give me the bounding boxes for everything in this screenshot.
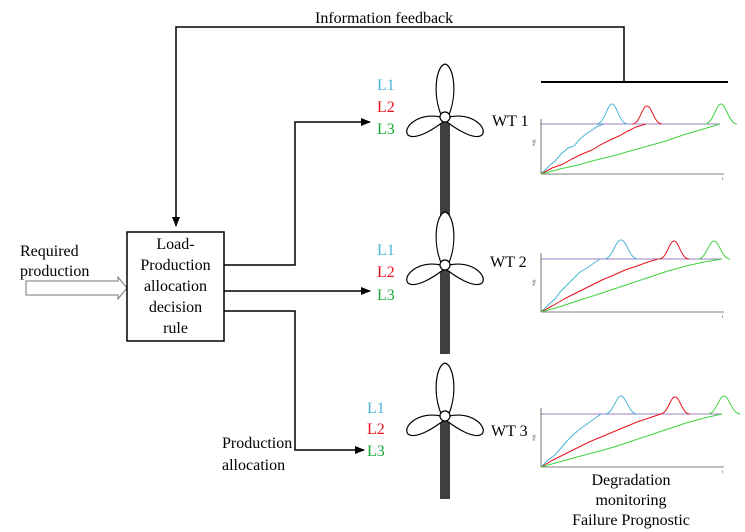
degradation-path-l3 [540,413,723,468]
pdf-curve-l3 [697,240,731,260]
turbine-group-1: L1 L2 L3 WT 1 X(t) t [377,63,738,240]
pdf-curve-l3 [707,395,741,415]
bottom-label-line2: monitoring [595,492,666,509]
pdf-curve-l2 [659,396,691,415]
decision-box: Load- Production allocation decision rul… [126,231,225,342]
degradation-path-l1 [540,413,602,468]
degradation-path-l1 [540,123,605,175]
decision-line-2: Production [140,257,210,274]
production-label-line1: Production [222,435,292,452]
production-label-line2: allocation [222,457,285,474]
decision-line-1: Load- [156,236,194,253]
bottom-label-line3: Failure Prognostic [572,512,690,529]
plot-xlabel: t [722,314,724,319]
degradation-path-l1 [540,258,601,313]
plot-xlabel: t [722,176,724,181]
feedback-label: Information feedback [315,10,453,27]
plot-ylabel: X(t) [531,434,536,441]
pdf-curve-l1 [595,103,629,125]
pdf-curve-l1 [603,239,639,260]
wind-turbine-icon [406,211,484,354]
wt1-level-l1: L1 [377,77,395,94]
wt2-level-l1: L1 [377,242,395,259]
degradation-path-l2 [540,413,662,468]
wt1-name: WT 1 [492,113,529,130]
turbine-group-2: L1 L2 L3 WT 2 X(t) t [377,211,731,354]
turbine-group-3: L1 L2 L3 WT 3 X(t) t [367,362,741,499]
degradation-path-l3 [540,123,721,175]
decision-line-4: decision [149,299,202,316]
wt2-level-l2: L2 [377,264,395,281]
pdf-curve-l2 [658,240,690,260]
wt3-level-l1: L1 [367,400,385,417]
decision-line-3: allocation [144,278,207,295]
wind-turbine-icon [406,63,484,240]
allocation-arrow-wt1 [224,118,371,266]
decision-line-5: rule [163,320,188,337]
wt3-name: WT 3 [491,423,528,440]
wt2-degradation-plot: X(t) t [531,239,731,319]
wt3-degradation-plot: X(t) t [531,395,741,474]
degradation-path-l2 [540,258,659,313]
degradation-path-l3 [540,258,723,313]
wt1-level-l2: L2 [377,99,395,116]
feedback-arrow [172,26,625,227]
wt3-level-l3: L3 [367,443,385,460]
plot-xlabel: t [722,469,724,474]
wt1-level-l3: L3 [377,121,395,138]
pdf-curve-l3 [704,103,738,125]
wt2-name: WT 2 [490,254,527,271]
allocation-arrow-wt3 [224,310,365,454]
wt1-degradation-plot: X(t) t [531,103,738,181]
pdf-curve-l1 [604,395,638,415]
bottom-label-line1: Degradation [591,472,670,489]
degradation-path-l2 [540,123,647,175]
input-label-line1: Required [20,243,79,260]
input-label-line2: production [20,263,89,280]
plot-ylabel: X(t) [531,279,536,286]
pdf-curve-l2 [631,105,663,125]
wt2-level-l3: L3 [377,287,395,304]
plot-ylabel: X(t) [531,139,536,146]
wt3-level-l2: L2 [367,421,385,438]
wind-turbine-icon [406,362,484,499]
input-hollow-arrow [25,275,128,301]
